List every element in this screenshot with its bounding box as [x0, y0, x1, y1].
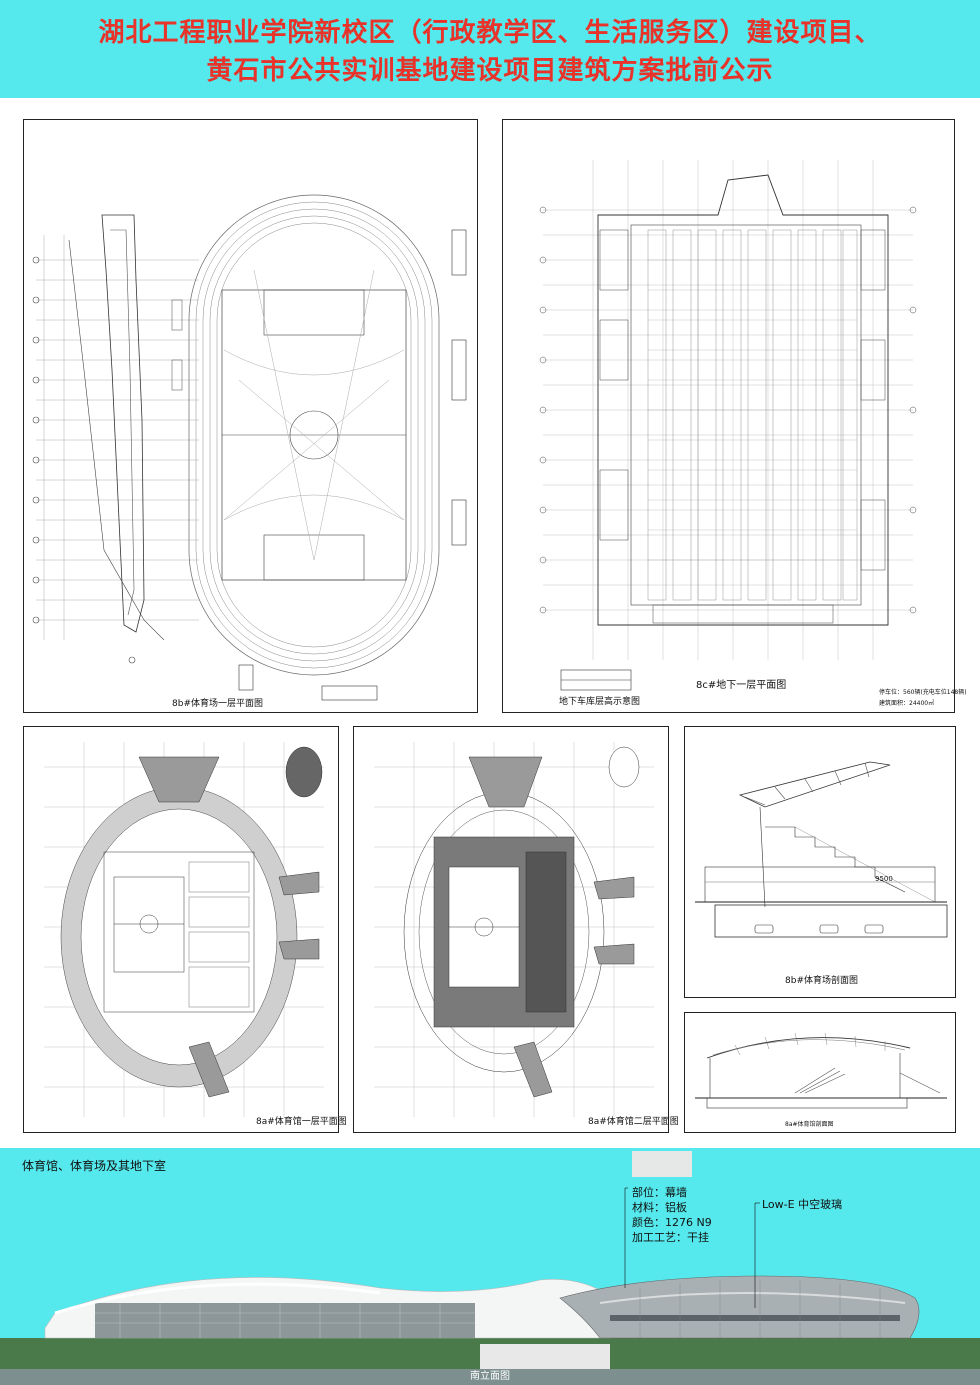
stadium-section-dimension: 9500: [875, 875, 893, 883]
gym-section-panel: 8a#体育馆剖面图: [684, 1012, 956, 1133]
title-line-1: 湖北工程职业学院新校区（行政教学区、生活服务区）建设项目、: [98, 18, 882, 48]
gym-section-caption: 8a#体育馆剖面图: [785, 1121, 834, 1128]
stadium-section-caption: 8b#体育场剖面图: [785, 976, 858, 986]
material-process: 加工工艺：干挂: [632, 1231, 709, 1244]
south-elevation-band: 体育馆、体育场及其地下室 部位：幕墙 材料：铝板 颜色：1276 N9 加工工艺…: [0, 1148, 980, 1385]
garage-parking-note: 停车位：560辆(充电车位148辆): [879, 689, 967, 696]
stadium-floor-plan-caption: 8b#体育场一层平面图: [172, 699, 263, 709]
glass-label: Low-E 中空玻璃: [762, 1198, 843, 1211]
south-elevation-caption: 南立面图: [0, 1369, 980, 1385]
material-type: 材料：铝板: [632, 1201, 687, 1214]
gym-floor1-plan-panel: 8a#体育馆一层平面图: [23, 726, 347, 1133]
gym-floor1-plan-drawing: [44, 742, 324, 1117]
south-elevation-drawing: [0, 1187, 980, 1369]
title-line-2: 黄石市公共实训基地建设项目建筑方案批前公示: [206, 56, 774, 86]
elevation-title: 体育馆、体育场及其地下室: [22, 1159, 167, 1173]
material-location: 部位：幕墙: [632, 1186, 687, 1199]
header-banner: 湖北工程职业学院新校区（行政教学区、生活服务区）建设项目、 黄石市公共实训基地建…: [0, 0, 980, 98]
material-color: 颜色：1276 N9: [632, 1216, 712, 1229]
garage-floor-plan-drawing: [539, 160, 917, 691]
gym-floor2-plan-panel: 8a#体育馆二层平面图: [353, 726, 679, 1133]
gym-floor2-caption: 8a#体育馆二层平面图: [588, 1117, 679, 1127]
garage-floor-plan-caption: 8c#地下一层平面图: [696, 680, 787, 691]
material-swatch: [632, 1151, 692, 1177]
gym-floor1-caption: 8a#体育馆一层平面图: [256, 1117, 347, 1127]
stadium-section-drawing: [695, 761, 948, 938]
gym-floor2-plan-drawing: [374, 742, 654, 1117]
stadium-section-panel: 9500 8b#体育场剖面图: [684, 726, 956, 998]
garage-section-caption: 地下车库层高示意图: [559, 697, 641, 707]
stadium-floor-plan-drawing: [32, 194, 467, 701]
garage-floor-plan-panel: 地下车库层高示意图 8c#地下一层平面图 停车位：560辆(充电车位148辆) …: [502, 119, 967, 713]
garage-area-note: 建筑面积：24400㎡: [879, 700, 935, 707]
gym-section-drawing: [695, 1032, 947, 1109]
stadium-floor-plan-panel: 8b#体育场一层平面图: [23, 119, 478, 713]
